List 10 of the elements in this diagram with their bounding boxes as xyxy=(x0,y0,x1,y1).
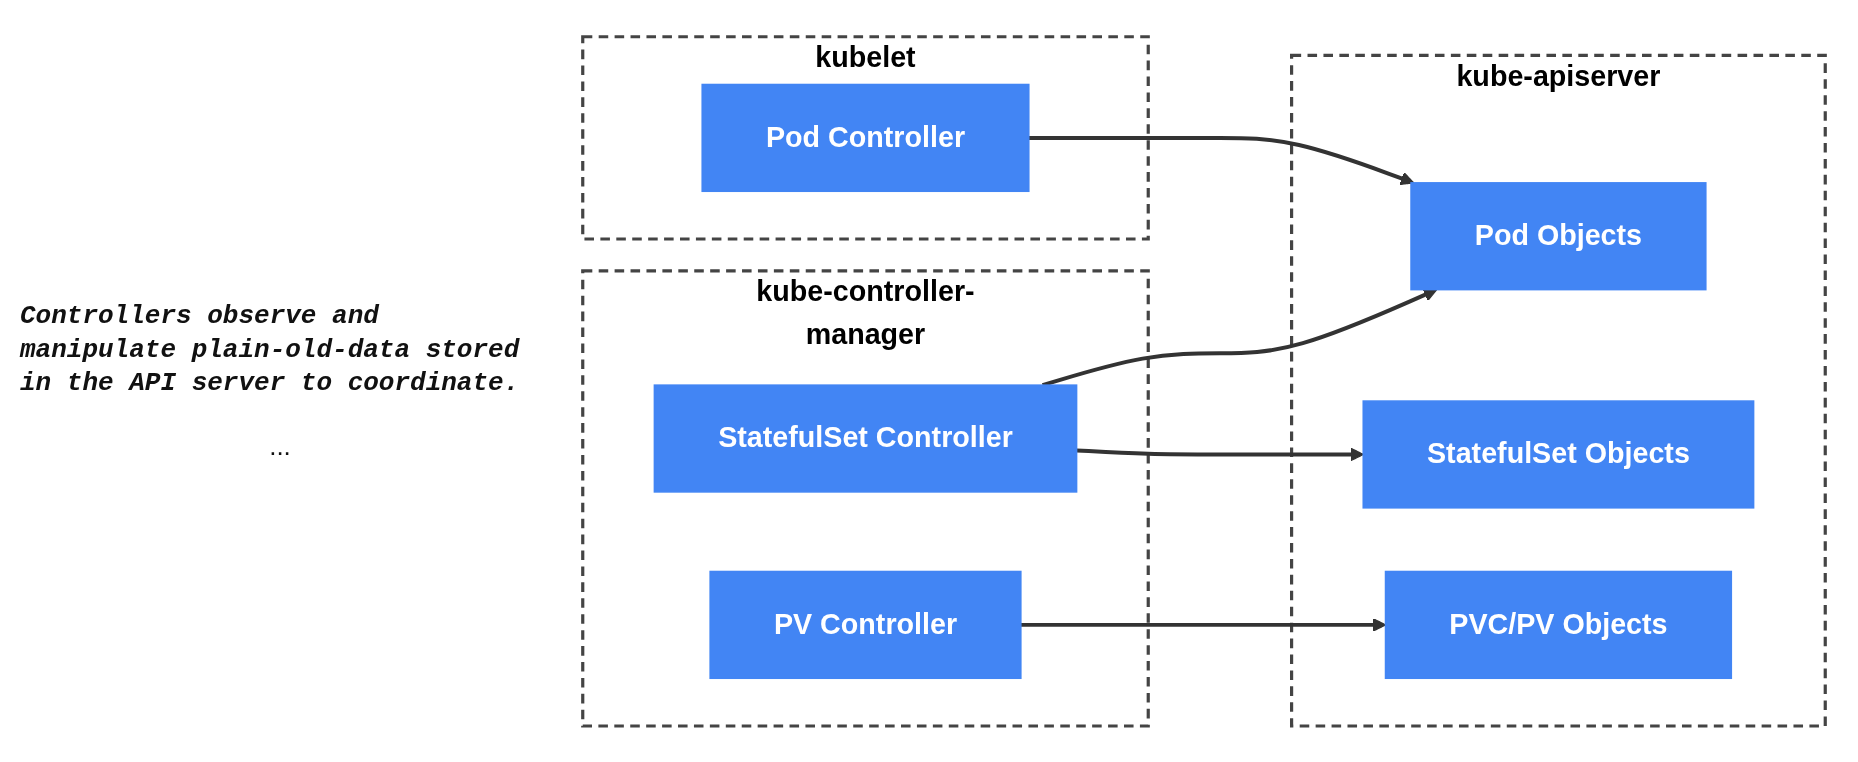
node-box: Pod Objects xyxy=(1410,181,1707,290)
arrow xyxy=(1076,447,1364,462)
node-box: PVC/PV Objects xyxy=(1384,570,1733,679)
note-text: Controllers observe and manipulate plain-old-data stored in the API server to coordinate. xyxy=(20,299,521,401)
node-box: PV Controller xyxy=(709,570,1022,679)
ellipsis-text: ... xyxy=(268,431,292,463)
node-box: StatefulSet Objects xyxy=(1362,399,1755,509)
node-box: Pod Controller xyxy=(701,83,1030,192)
node-box: StatefulSet Controller xyxy=(653,384,1078,493)
arrow xyxy=(1028,135,1415,185)
